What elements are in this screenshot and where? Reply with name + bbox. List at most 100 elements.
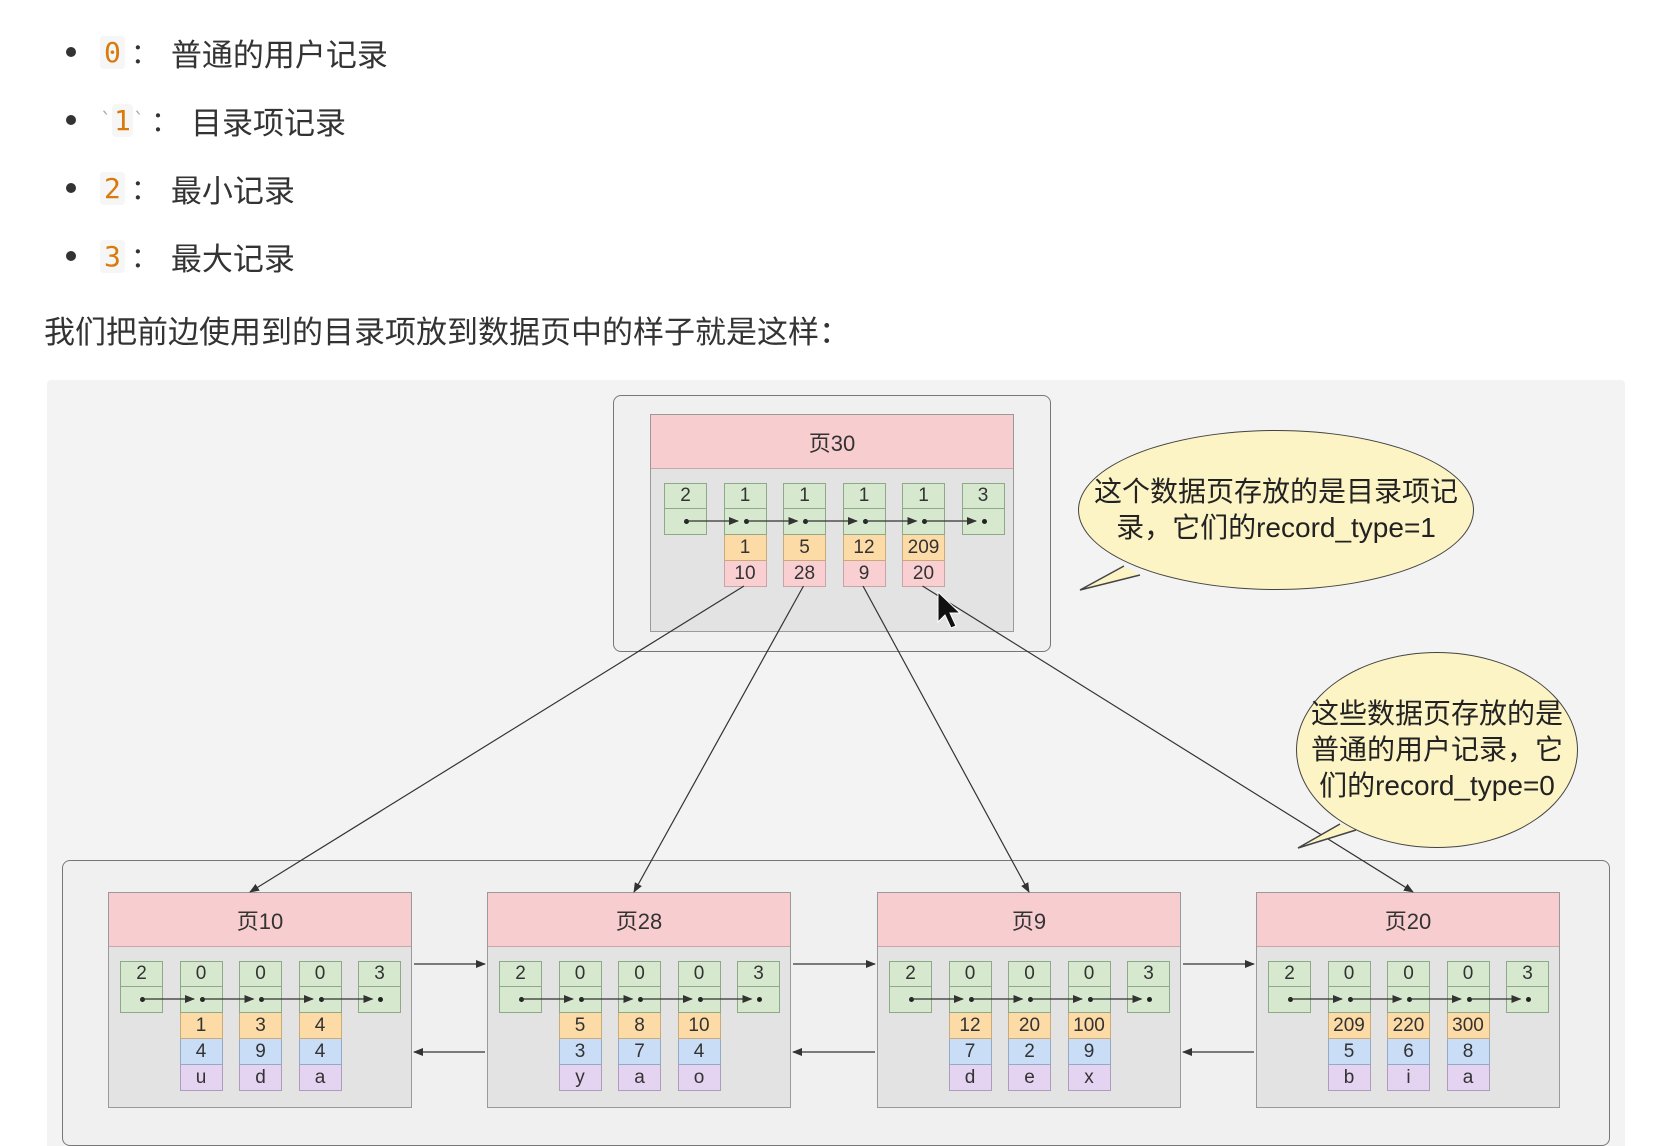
backtick-left: ` [100, 108, 113, 132]
record-2: 2 [120, 961, 163, 1013]
c2-cell: 2 [1008, 1039, 1051, 1065]
c3-cell: x [1067, 1065, 1111, 1091]
colon: ： [130, 38, 159, 69]
record-type-cell: 0 [1387, 961, 1430, 987]
c3-cell: u [179, 1065, 223, 1091]
record-type-cell: 3 [1127, 961, 1170, 987]
next-pointer-cell [1387, 987, 1430, 1013]
record-type-cell: 0 [1327, 961, 1371, 987]
colon: ： [150, 106, 179, 137]
legend-text: 目录项记录 [190, 105, 346, 141]
page-header: 页28 [488, 893, 790, 947]
code-value: 0 [100, 35, 125, 69]
next-pointer-cell [1506, 987, 1549, 1013]
callout-user-records: 这些数据页存放的是 普通的用户记录，它 们的record_type=0 [1296, 652, 1578, 848]
page-number-cell: 20 [902, 561, 945, 587]
next-pointer-cell [1446, 987, 1490, 1013]
next-pointer-cell [1127, 987, 1170, 1013]
record-type-cell: 0 [1067, 961, 1111, 987]
next-pointer-cell [737, 987, 780, 1013]
bullet-dot [66, 115, 76, 125]
c2-cell: 4 [298, 1039, 342, 1065]
c3-cell: a [298, 1065, 342, 1091]
next-pointer-cell [1268, 987, 1311, 1013]
next-pointer-cell [179, 987, 223, 1013]
next-pointer-cell [948, 987, 992, 1013]
c1-cell: 100 [1067, 1013, 1111, 1039]
record-3: 3 [1506, 961, 1549, 1013]
record-3: 3 [961, 483, 1005, 535]
record-type-cell: 1 [723, 483, 767, 509]
legend-text: 普通的用户记录 [170, 37, 388, 73]
record-type-cell: 0 [948, 961, 992, 987]
record-2: 2 [664, 483, 707, 535]
record-type-cell: 0 [179, 961, 223, 987]
record-3: 3 [737, 961, 780, 1013]
next-pointer-cell [1008, 987, 1051, 1013]
record-type-cell: 2 [889, 961, 932, 987]
record-type-cell: 0 [1008, 961, 1051, 987]
c3-cell: e [1008, 1065, 1051, 1091]
c2-cell: 9 [1067, 1039, 1111, 1065]
record-type-cell: 1 [783, 483, 826, 509]
legend-item-3: 3 ： 最大记录 [60, 236, 295, 277]
record-2: 2 [499, 961, 542, 1013]
c1-cell: 5 [558, 1013, 602, 1039]
record-type-cell: 0 [298, 961, 342, 987]
c2-cell: 9 [239, 1039, 282, 1065]
next-pointer-cell [1327, 987, 1371, 1013]
next-pointer-cell [558, 987, 602, 1013]
record-3: 3 [358, 961, 401, 1013]
page-number-cell: 28 [783, 561, 826, 587]
backtick-right: ` [132, 108, 145, 132]
c1-cell: 4 [298, 1013, 342, 1039]
record-type-cell: 0 [618, 961, 661, 987]
next-pointer-cell [889, 987, 932, 1013]
record-type-cell: 2 [664, 483, 707, 509]
c2-cell: 7 [948, 1039, 992, 1065]
c1-cell: 3 [239, 1013, 282, 1039]
page-number-cell: 10 [723, 561, 767, 587]
record-type-cell: 2 [120, 961, 163, 987]
page-header: 页10 [109, 893, 411, 947]
record-2: 2 [1268, 961, 1311, 1013]
c1-cell: 1 [179, 1013, 223, 1039]
legend-item-1: ` 1 ` ： 目录项记录 [60, 100, 346, 141]
legend-item-2: 2 ： 最小记录 [60, 168, 295, 209]
c2-cell: 4 [677, 1039, 721, 1065]
min-key-cell: 1 [723, 535, 767, 561]
next-pointer-cell [842, 509, 886, 535]
callout-line: 这个数据页存放的是目录项记 [1093, 476, 1458, 507]
bullet-dot [66, 47, 76, 57]
next-pointer-cell [902, 509, 945, 535]
c3-cell: a [1446, 1065, 1490, 1091]
c3-cell: i [1387, 1065, 1430, 1091]
next-pointer-cell [1067, 987, 1111, 1013]
next-pointer-cell [783, 509, 826, 535]
code-value: 2 [100, 171, 125, 205]
page-number-cell: 9 [842, 561, 886, 587]
record-type-cell: 3 [1506, 961, 1549, 987]
c1-cell: 209 [1327, 1013, 1371, 1039]
next-pointer-cell [298, 987, 342, 1013]
record-type-cell: 0 [677, 961, 721, 987]
c1-cell: 10 [677, 1013, 721, 1039]
record-3: 3 [1127, 961, 1170, 1013]
c3-cell: d [948, 1065, 992, 1091]
callout-directory-records: 这个数据页存放的是目录项记 录，它们的record_type=1 [1078, 430, 1474, 590]
next-pointer-cell [239, 987, 282, 1013]
